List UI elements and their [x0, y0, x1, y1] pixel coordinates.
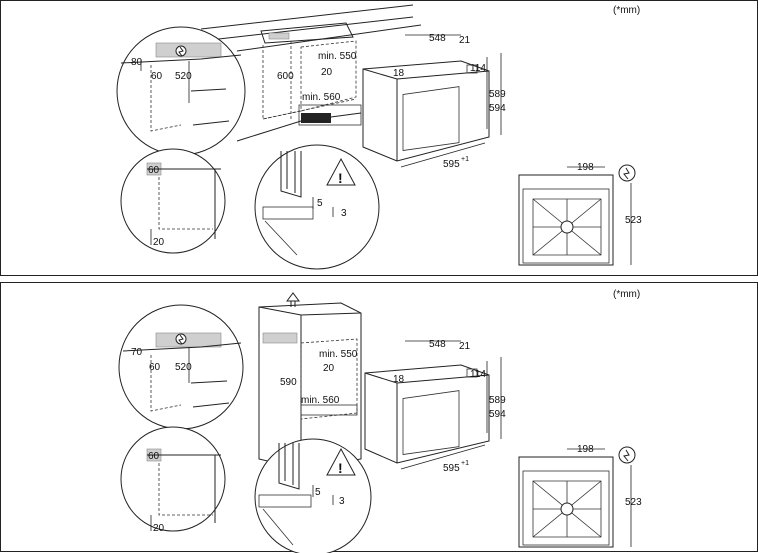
oven-top-gap-label-bottom: 18	[393, 374, 405, 385]
oven-width-label: 595	[443, 159, 460, 170]
tall-cabinet	[258, 292, 362, 470]
socket-offset-label-bottom: 198	[577, 444, 594, 455]
clearance-3-label: 3	[341, 208, 347, 219]
min-depth-label-bottom: min. 560	[301, 395, 340, 406]
oven-depth-label: 548	[429, 33, 446, 44]
detail-circle-left	[116, 26, 246, 156]
countertop	[200, 4, 422, 121]
cutout-depth-label-bottom: 520	[175, 362, 192, 373]
oven-total-height-label: 594	[489, 103, 506, 114]
column-diagram: (*mm) 590 min. 550 20 min. 560 70 60 520…	[118, 289, 642, 553]
oven-panel-height-label: 114	[470, 63, 486, 74]
cabinet-height-label: 600	[277, 71, 294, 82]
gap-label-bottom: 20	[323, 363, 335, 374]
oven-body-height-label-bottom: 589	[489, 395, 506, 406]
clearance-5-label: 5	[317, 198, 323, 209]
gap-label: 20	[321, 67, 333, 78]
detail-circle-warning: !	[254, 144, 380, 270]
oven-panel-height-label-bottom: 114	[470, 369, 486, 380]
warning-icon-bottom: !	[338, 460, 343, 476]
floor-offset-label-bottom: 20	[153, 523, 165, 534]
oven-width-label-bottom: 595	[443, 463, 460, 474]
installation-column-panel: (*mm) 590 min. 550 20 min. 560 70 60 520…	[0, 282, 758, 553]
oven-appliance-bottom	[364, 364, 490, 464]
detail-circle-warning-bottom: !	[254, 438, 372, 553]
vent-height-label-bottom: 70	[131, 347, 143, 358]
vent-depth-label: 60	[151, 71, 163, 82]
oven-door-label-bottom: 21	[459, 341, 471, 352]
oven-width-tolerance: +1	[461, 156, 469, 163]
socket-height-label: 523	[625, 215, 642, 226]
oven-width-tolerance-bottom: +1	[461, 460, 469, 467]
floor-gap-label: 60	[148, 165, 160, 176]
detail-circle-floor-bottom	[120, 426, 226, 532]
footnote-unit: (*mm)	[613, 5, 640, 16]
min-width-label: min. 550	[318, 51, 357, 62]
cabinet-height-label-bottom: 590	[280, 377, 297, 388]
cutout-depth-label: 520	[175, 71, 192, 82]
socket-offset-label: 198	[577, 162, 594, 173]
min-width-label-bottom: min. 550	[319, 349, 358, 360]
clearance-5-label-bottom: 5	[315, 487, 321, 498]
socket-position-diagram-bottom	[518, 446, 636, 548]
oven-depth-label-bottom: 548	[429, 339, 446, 350]
vent-height-label: 80	[131, 57, 143, 68]
oven-appliance	[362, 60, 490, 162]
floor-gap-label-bottom: 60	[148, 451, 160, 462]
footnote-unit-bottom: (*mm)	[613, 289, 640, 300]
cabinet-opening	[236, 40, 362, 142]
oven-top-gap-label: 18	[393, 68, 405, 79]
min-depth-label: min. 560	[302, 92, 341, 103]
vent-depth-label-bottom: 60	[149, 362, 161, 373]
oven-door-label: 21	[459, 35, 471, 46]
installation-under-counter-panel: (*mm) 600 min. 550 20 min. 560 80 60 520	[0, 0, 758, 276]
floor-offset-label: 20	[153, 237, 165, 248]
oven-total-height-label-bottom: 594	[489, 409, 506, 420]
warning-icon: !	[338, 170, 343, 186]
socket-height-label-bottom: 523	[625, 497, 642, 508]
clearance-3-label-bottom: 3	[339, 496, 345, 507]
detail-circle-floor	[120, 148, 226, 254]
socket-position-diagram	[518, 164, 636, 266]
under-counter-diagram: (*mm) 600 min. 550 20 min. 560 80 60 520	[116, 4, 642, 270]
oven-body-height-label: 589	[489, 89, 506, 100]
detail-circle-left-bottom	[118, 304, 244, 430]
